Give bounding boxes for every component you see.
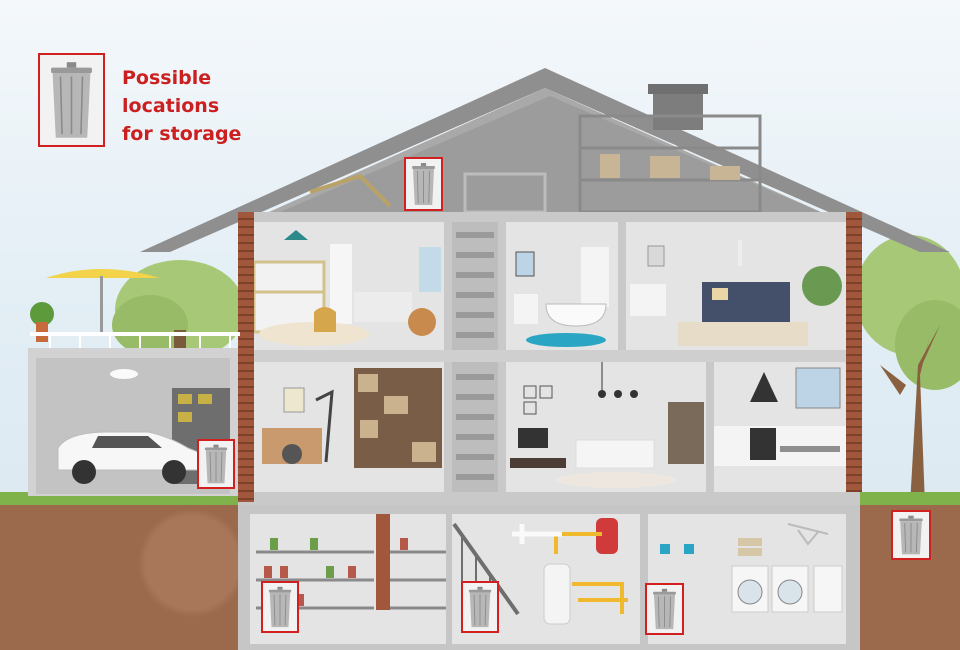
office: [254, 362, 444, 492]
legend-trash-can: [38, 53, 105, 147]
trash-can-icon: [204, 444, 228, 484]
storage-marker-attic: [404, 157, 443, 211]
kids-bedroom: [252, 222, 444, 350]
living-room: [506, 362, 706, 492]
trash-can-icon: [51, 62, 92, 138]
legend-label: Possible locations for storage: [122, 67, 242, 145]
trash-can-icon: [268, 586, 292, 628]
trash-can-icon: [899, 515, 923, 555]
terrace: [30, 262, 240, 350]
main-stairwell: [452, 362, 498, 492]
storage-marker-basement-pantry: [261, 581, 299, 633]
upper-floor-slab: [254, 350, 846, 362]
attic: [250, 96, 850, 214]
master-bedroom: [626, 222, 846, 350]
storage-marker-outside-yard: [891, 510, 931, 560]
kitchen: [714, 362, 846, 492]
trash-can-icon: [653, 588, 676, 630]
tree-right: [840, 215, 960, 505]
brick-column-right: [846, 212, 862, 492]
storage-marker-basement-stairs: [461, 581, 499, 633]
trash-can-icon: [412, 163, 435, 205]
pantry: [250, 514, 446, 644]
brick-column-left: [238, 212, 254, 502]
upper-stairwell: [452, 222, 498, 350]
bathroom: [506, 222, 618, 350]
trash-can-icon: [468, 586, 492, 628]
storage-marker-basement-laundry: [645, 583, 684, 635]
storage-marker-garage: [197, 439, 235, 489]
